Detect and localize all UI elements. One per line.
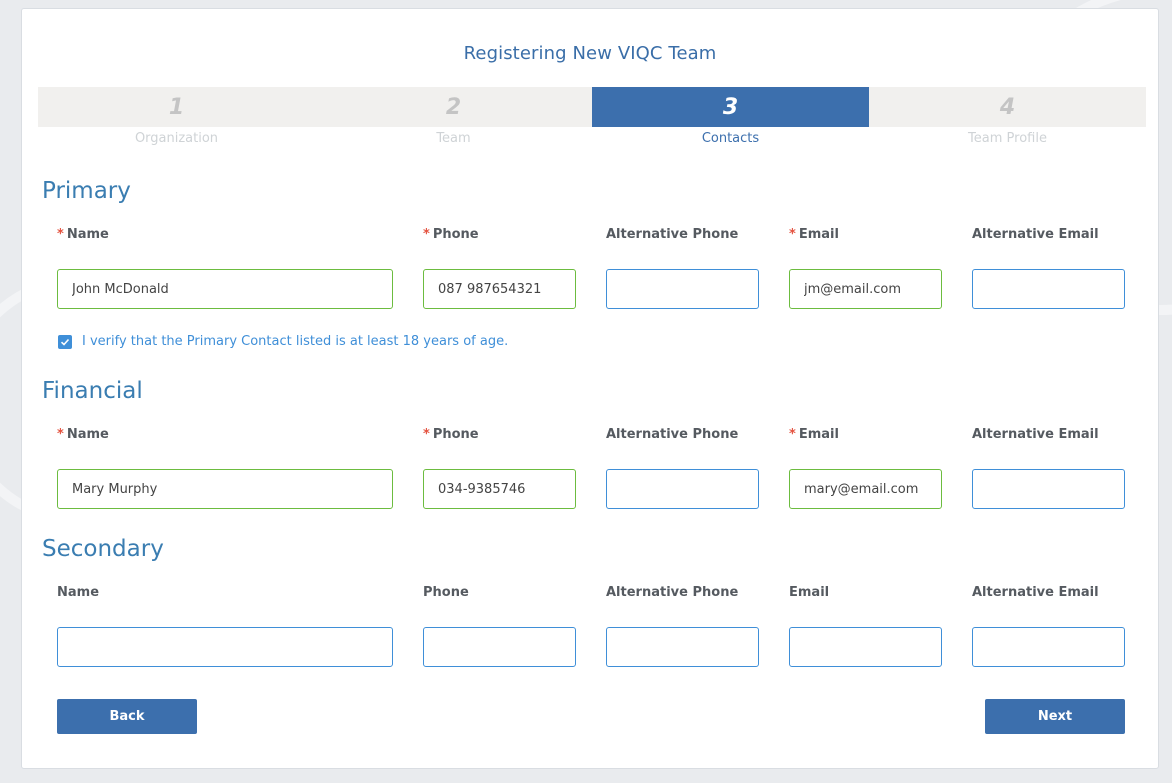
- primary-email-input[interactable]: [789, 269, 942, 309]
- required-marker: *: [423, 427, 430, 442]
- primary-name-label: *Name: [57, 227, 109, 242]
- financial-email-input[interactable]: [789, 469, 942, 509]
- secondary-email-input[interactable]: [789, 627, 942, 667]
- secondary-phone-input[interactable]: [423, 627, 576, 667]
- primary-name-input[interactable]: [57, 269, 393, 309]
- primary-email-label: *Email: [789, 227, 839, 242]
- financial-phone-input[interactable]: [423, 469, 576, 509]
- secondary-name-label: Name: [57, 585, 100, 600]
- primary-phone-input[interactable]: [423, 269, 576, 309]
- step-number: 4: [999, 95, 1016, 120]
- step-team-profile[interactable]: 4 Team Profile: [869, 87, 1146, 146]
- check-icon: [60, 338, 70, 346]
- required-marker: *: [57, 227, 64, 242]
- required-marker: *: [423, 227, 430, 242]
- age-verification: I verify that the Primary Contact listed…: [58, 334, 508, 349]
- step-label: Team Profile: [968, 131, 1047, 146]
- page-title: Registering New VIQC Team: [463, 43, 717, 64]
- primary-alt-phone-label: Alternative Phone: [606, 227, 739, 242]
- required-marker: *: [789, 227, 796, 242]
- step-team[interactable]: 2 Team: [315, 87, 592, 146]
- primary-alt-phone-input[interactable]: [606, 269, 759, 309]
- secondary-alt-phone-label: Alternative Phone: [606, 585, 739, 600]
- step-label: Team: [436, 131, 471, 146]
- step-number: 1: [168, 95, 185, 120]
- secondary-phone-label: Phone: [423, 585, 469, 600]
- financial-section-title: Financial: [42, 378, 143, 404]
- required-marker: *: [57, 427, 64, 442]
- step-label: Contacts: [701, 131, 760, 146]
- financial-alt-phone-label: Alternative Phone: [606, 427, 739, 442]
- primary-phone-label: *Phone: [423, 227, 479, 242]
- age-verify-checkbox[interactable]: [58, 334, 72, 349]
- financial-alt-email-label: Alternative Email: [972, 427, 1099, 442]
- next-button[interactable]: Next: [985, 699, 1125, 734]
- financial-phone-label: *Phone: [423, 427, 479, 442]
- financial-name-label: *Name: [57, 427, 109, 442]
- step-organization[interactable]: 1 Organization: [38, 87, 315, 146]
- financial-alt-email-input[interactable]: [972, 469, 1125, 509]
- secondary-name-input[interactable]: [57, 627, 393, 667]
- stepper: 1 Organization 2 Team 3 Contacts 4 Team …: [38, 87, 1146, 146]
- registration-card: Registering New VIQC Team 1 Organization…: [21, 8, 1159, 769]
- secondary-section-title: Secondary: [42, 536, 164, 562]
- secondary-alt-email-label: Alternative Email: [972, 585, 1099, 600]
- secondary-alt-phone-input[interactable]: [606, 627, 759, 667]
- required-marker: *: [789, 427, 796, 442]
- financial-name-input[interactable]: [57, 469, 393, 509]
- back-button[interactable]: Back: [57, 699, 197, 734]
- primary-alt-email-label: Alternative Email: [972, 227, 1099, 242]
- secondary-alt-email-input[interactable]: [972, 627, 1125, 667]
- financial-alt-phone-input[interactable]: [606, 469, 759, 509]
- age-verify-text[interactable]: I verify that the Primary Contact listed…: [82, 334, 509, 349]
- step-contacts[interactable]: 3 Contacts: [592, 87, 869, 146]
- secondary-email-label: Email: [789, 585, 830, 600]
- primary-alt-email-input[interactable]: [972, 269, 1125, 309]
- financial-email-label: *Email: [789, 427, 839, 442]
- primary-section-title: Primary: [42, 178, 131, 204]
- step-number: 2: [445, 95, 462, 120]
- step-label: Organization: [134, 131, 219, 146]
- step-number: 3: [592, 87, 869, 127]
